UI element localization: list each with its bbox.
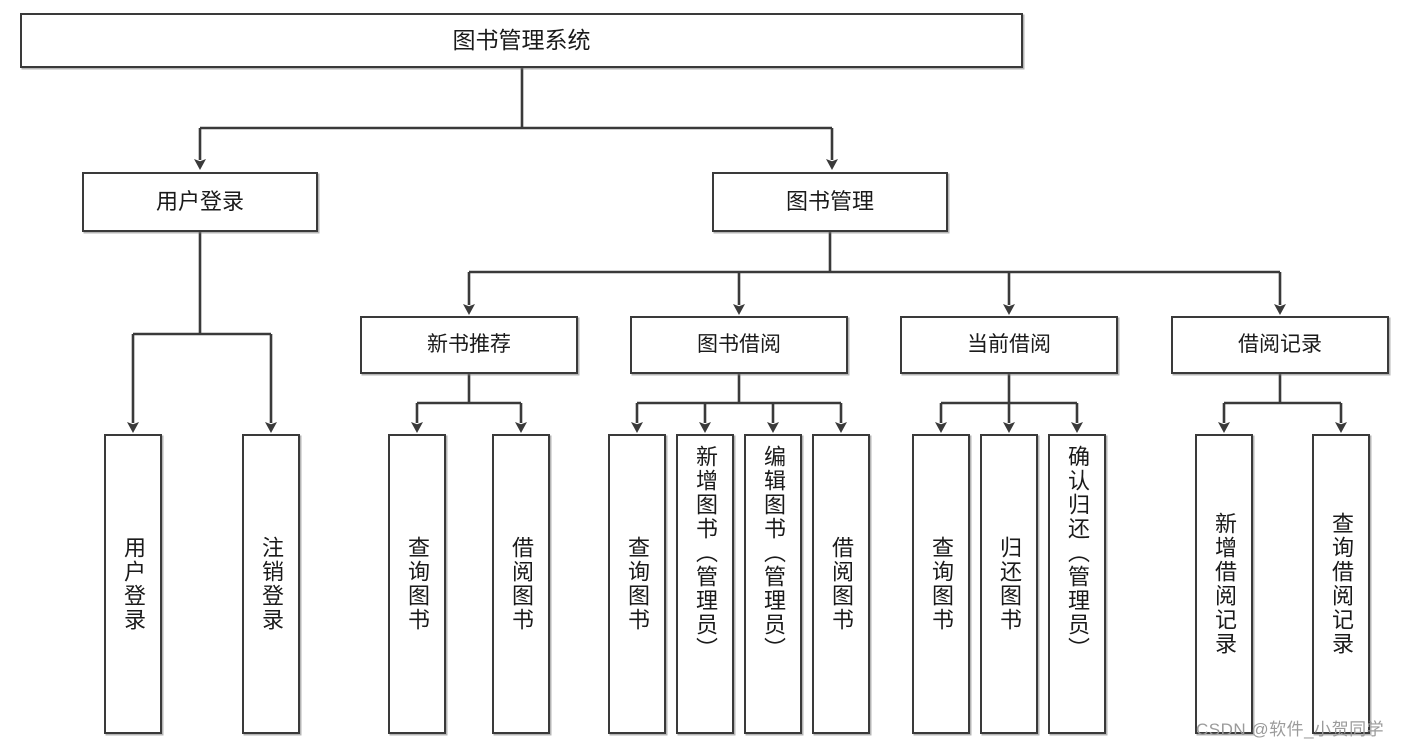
node-label: 当前借阅	[967, 332, 1051, 356]
node-label: 新增图书（管理员）	[693, 445, 718, 661]
node-book-management[interactable]: 图书管理	[712, 172, 948, 232]
node-current-borrowing[interactable]: 当前借阅	[900, 316, 1118, 374]
node-label: 编辑图书（管理员）	[761, 445, 786, 661]
leaf-cb-query-book[interactable]: 查询图书	[912, 434, 970, 734]
leaf-bb-edit-book-admin[interactable]: 编辑图书（管理员）	[744, 434, 802, 734]
node-label: 图书借阅	[697, 332, 781, 356]
leaf-cb-return-book[interactable]: 归还图书	[980, 434, 1038, 734]
leaf-cb-confirm-return-admin[interactable]: 确认归还（管理员）	[1048, 434, 1106, 734]
node-label: 确认归还（管理员）	[1065, 445, 1090, 661]
node-label: 用户登录	[121, 536, 146, 632]
node-root-book-management-system[interactable]: 图书管理系统	[20, 13, 1023, 68]
node-borrowing-records[interactable]: 借阅记录	[1171, 316, 1389, 374]
node-label: 归还图书	[997, 536, 1022, 632]
node-book-borrowing[interactable]: 图书借阅	[630, 316, 848, 374]
node-label: 图书管理	[785, 189, 874, 215]
node-label: 新书推荐	[427, 332, 511, 356]
node-label: 查询借阅记录	[1329, 512, 1354, 656]
leaf-nb-borrow-book[interactable]: 借阅图书	[492, 434, 550, 734]
node-new-book-recommendation[interactable]: 新书推荐	[360, 316, 578, 374]
node-user-login[interactable]: 用户登录	[82, 172, 318, 232]
node-label: 新增借阅记录	[1212, 512, 1237, 656]
node-label: 查询图书	[929, 536, 954, 632]
leaf-nb-query-book[interactable]: 查询图书	[388, 434, 446, 734]
leaf-logout[interactable]: 注销登录	[242, 434, 300, 734]
node-label: 借阅图书	[509, 536, 534, 632]
node-label: 注销登录	[259, 536, 284, 632]
leaf-user-login[interactable]: 用户登录	[104, 434, 162, 734]
node-label: 借阅记录	[1238, 332, 1322, 356]
node-label: 图书管理系统	[452, 26, 591, 53]
node-label: 查询图书	[405, 536, 430, 632]
csdn-watermark: CSDN @软件_小贺同学	[1196, 720, 1385, 739]
leaf-br-add-record[interactable]: 新增借阅记录	[1195, 434, 1253, 734]
leaf-br-query-record[interactable]: 查询借阅记录	[1312, 434, 1370, 734]
leaf-bb-add-book-admin[interactable]: 新增图书（管理员）	[676, 434, 734, 734]
leaf-bb-query-book[interactable]: 查询图书	[608, 434, 666, 734]
leaf-bb-borrow-book[interactable]: 借阅图书	[812, 434, 870, 734]
node-label: 借阅图书	[829, 536, 854, 632]
node-label: 查询图书	[625, 536, 650, 632]
node-label: 用户登录	[155, 189, 244, 215]
